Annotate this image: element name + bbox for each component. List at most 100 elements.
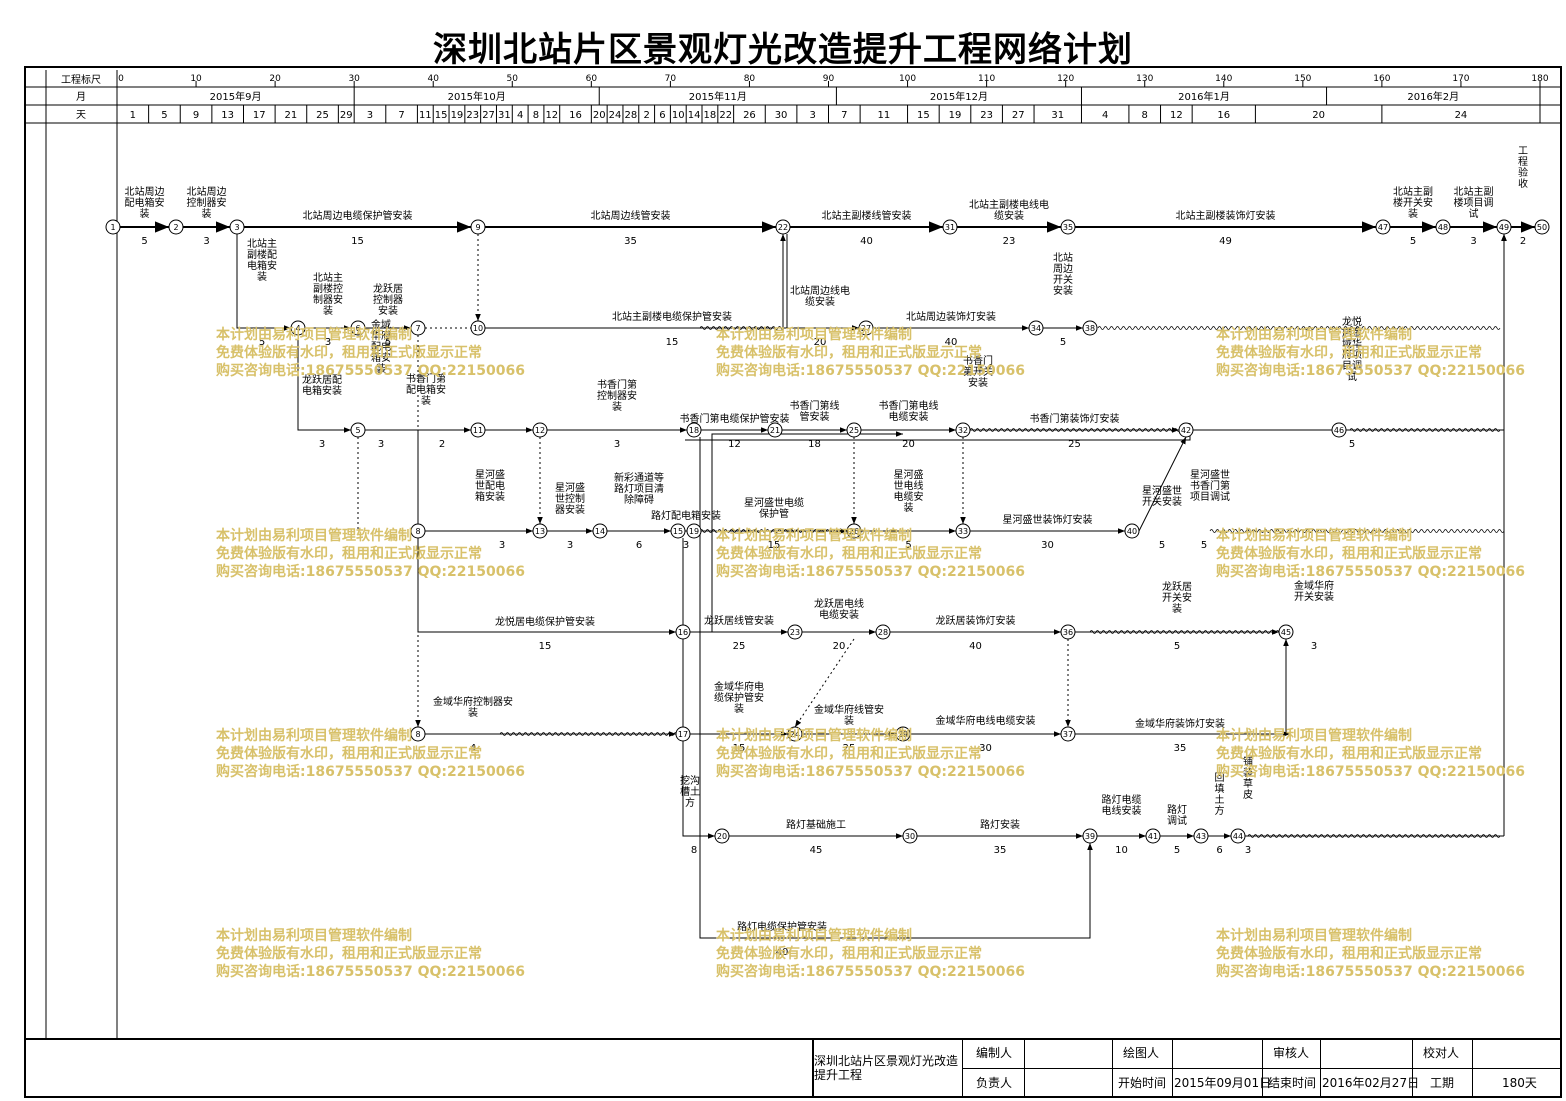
free-float-line <box>1349 428 1501 432</box>
activity-name: 龙跃居线管安装 <box>704 614 774 627</box>
network-node-id: 22 <box>778 223 788 232</box>
activity-name: 金域华府开关安装 <box>1294 579 1334 603</box>
activity-duration: 15 <box>539 641 552 652</box>
activity-duration: 5 <box>1174 845 1180 856</box>
activity-name-line: 龙跃居配 <box>302 373 342 386</box>
day-label: 24 <box>609 110 622 121</box>
activity-name-line: 安装 <box>968 376 988 389</box>
network-node-id: 39 <box>1085 832 1095 841</box>
activity-name-line: 金域华府线管安 <box>814 703 884 716</box>
day-label: 4 <box>517 110 523 121</box>
activity-name-line: 星河盛世装饰灯安装 <box>1003 513 1093 526</box>
network-node <box>1375 219 1391 235</box>
day-label: 10 <box>672 110 685 121</box>
activity-name-line: 楼开关安 <box>1393 196 1433 209</box>
day-label: 11 <box>877 110 890 121</box>
info-table: 深圳北站片区景观灯光改造提升工程 编制人 绘图人 审核人 校对人 负责人 开始时… <box>24 1038 1562 1098</box>
activity-name: 路灯调试 <box>1167 803 1187 827</box>
month-label: 2015年12月 <box>930 90 988 103</box>
network-node <box>875 624 891 640</box>
network-node-id: 28 <box>878 628 888 637</box>
end-label: 结束时间 <box>1268 1076 1317 1090</box>
activity-name-line: 星河盛世 <box>1142 484 1182 497</box>
activity-name-line: 龙跃居 <box>373 282 403 295</box>
activity-name: 回填土方 <box>1215 772 1225 817</box>
day-label: 31 <box>1051 110 1064 121</box>
activity-name-line: 装 <box>1243 766 1253 779</box>
activity-arrow <box>711 431 903 632</box>
reviewer-label: 审核人 <box>1273 1046 1310 1060</box>
network-node-id: 2 <box>173 223 178 232</box>
network-node-id: 15 <box>673 527 683 536</box>
network-node <box>592 523 608 539</box>
network-node <box>767 422 783 438</box>
activity-name: 龙悦居金域华府项目调试 <box>1342 315 1362 383</box>
activity-duration: 15 <box>351 236 364 247</box>
network-node <box>686 422 702 438</box>
ruler-label: 90 <box>823 74 835 84</box>
activity-name-line: 星河盛世电缆 <box>744 496 804 509</box>
network-node-id: 30 <box>905 832 915 841</box>
activity-name-line: 北站周边线电 <box>790 284 850 297</box>
day-label: 27 <box>1012 110 1025 121</box>
ruler-label: 50 <box>507 74 519 84</box>
activity-name-line: 路灯配电箱安装 <box>651 509 721 522</box>
day-label: 22 <box>719 110 732 121</box>
activity-name: 北站主副楼控制器安装 <box>313 271 343 317</box>
network-node-id: 46 <box>1334 426 1344 435</box>
activity-duration: 8 <box>691 845 697 856</box>
activity-name-line: 开关 <box>1053 273 1073 286</box>
activity-name-line: 路灯电缆保护管安装 <box>737 920 827 933</box>
day-label: 3 <box>367 110 373 121</box>
activity-name-line: 书香门第 <box>1190 479 1230 492</box>
activity-name-line: 缆保护管安 <box>714 691 764 704</box>
activity-duration: 3 <box>683 540 689 551</box>
day-label: 6 <box>659 110 665 121</box>
activity-name-line: 路灯项目清 <box>614 482 664 495</box>
activity-name-line: 配电箱安 <box>125 196 165 209</box>
activity-duration: 15 <box>666 337 679 348</box>
day-label: 19 <box>949 110 962 121</box>
activity-name: 路灯配电箱安装 <box>651 509 721 522</box>
activity-name-line: 除障碍 <box>624 493 654 506</box>
network-node-id: 42 <box>1181 426 1191 435</box>
activity-name: 北站周边线电缆安装 <box>790 284 850 308</box>
activity-name-line: 装 <box>376 362 386 375</box>
activity-name-line: 装 <box>1408 207 1418 220</box>
network-node <box>1178 422 1194 438</box>
day-label: 5 <box>161 110 167 121</box>
network-node-id: 29 <box>898 730 908 739</box>
activity-duration: 35 <box>624 236 637 247</box>
network-node-id: 14 <box>595 527 605 536</box>
activity-name-line: 路灯基础施工 <box>786 818 846 831</box>
activity-name-line: 回 <box>1215 772 1225 784</box>
day-label: 4 <box>1102 110 1108 121</box>
activity-duration: 6 <box>636 540 642 551</box>
network-node <box>902 828 918 844</box>
checker-label: 校对人 <box>1423 1046 1460 1060</box>
activity-name: 书香门第电线电缆安装 <box>879 399 939 423</box>
activity-name-line: 调试 <box>1167 814 1187 827</box>
activity-duration: 6 <box>1216 845 1222 856</box>
network-node-id: 5 <box>355 426 360 435</box>
activity-name-line: 居金 <box>1342 326 1362 339</box>
network-node-id: 20 <box>717 832 727 841</box>
activity-name-line: 电缆安装 <box>819 608 859 621</box>
activity-duration: 2 <box>439 439 445 450</box>
network-node <box>895 726 911 742</box>
network-node-id: 41 <box>1148 832 1158 841</box>
activity-duration: 3 <box>319 439 325 450</box>
activity-name-line: 电线安装 <box>1102 804 1142 817</box>
day-label: 11 <box>419 110 432 121</box>
network-node <box>410 320 426 336</box>
network-node-id: 34 <box>1031 324 1041 333</box>
network-node-id: 44 <box>1233 832 1243 841</box>
activity-name-line: 安装 <box>378 304 398 317</box>
ruler-label: 180 <box>1531 74 1548 84</box>
activity-name-line: 方 <box>1215 804 1225 817</box>
network-node <box>686 523 702 539</box>
ruler-label: 0 <box>118 74 124 84</box>
network-node-id: 47 <box>1378 223 1388 232</box>
activity-name: 北站主副楼项目调试 <box>1454 185 1494 220</box>
